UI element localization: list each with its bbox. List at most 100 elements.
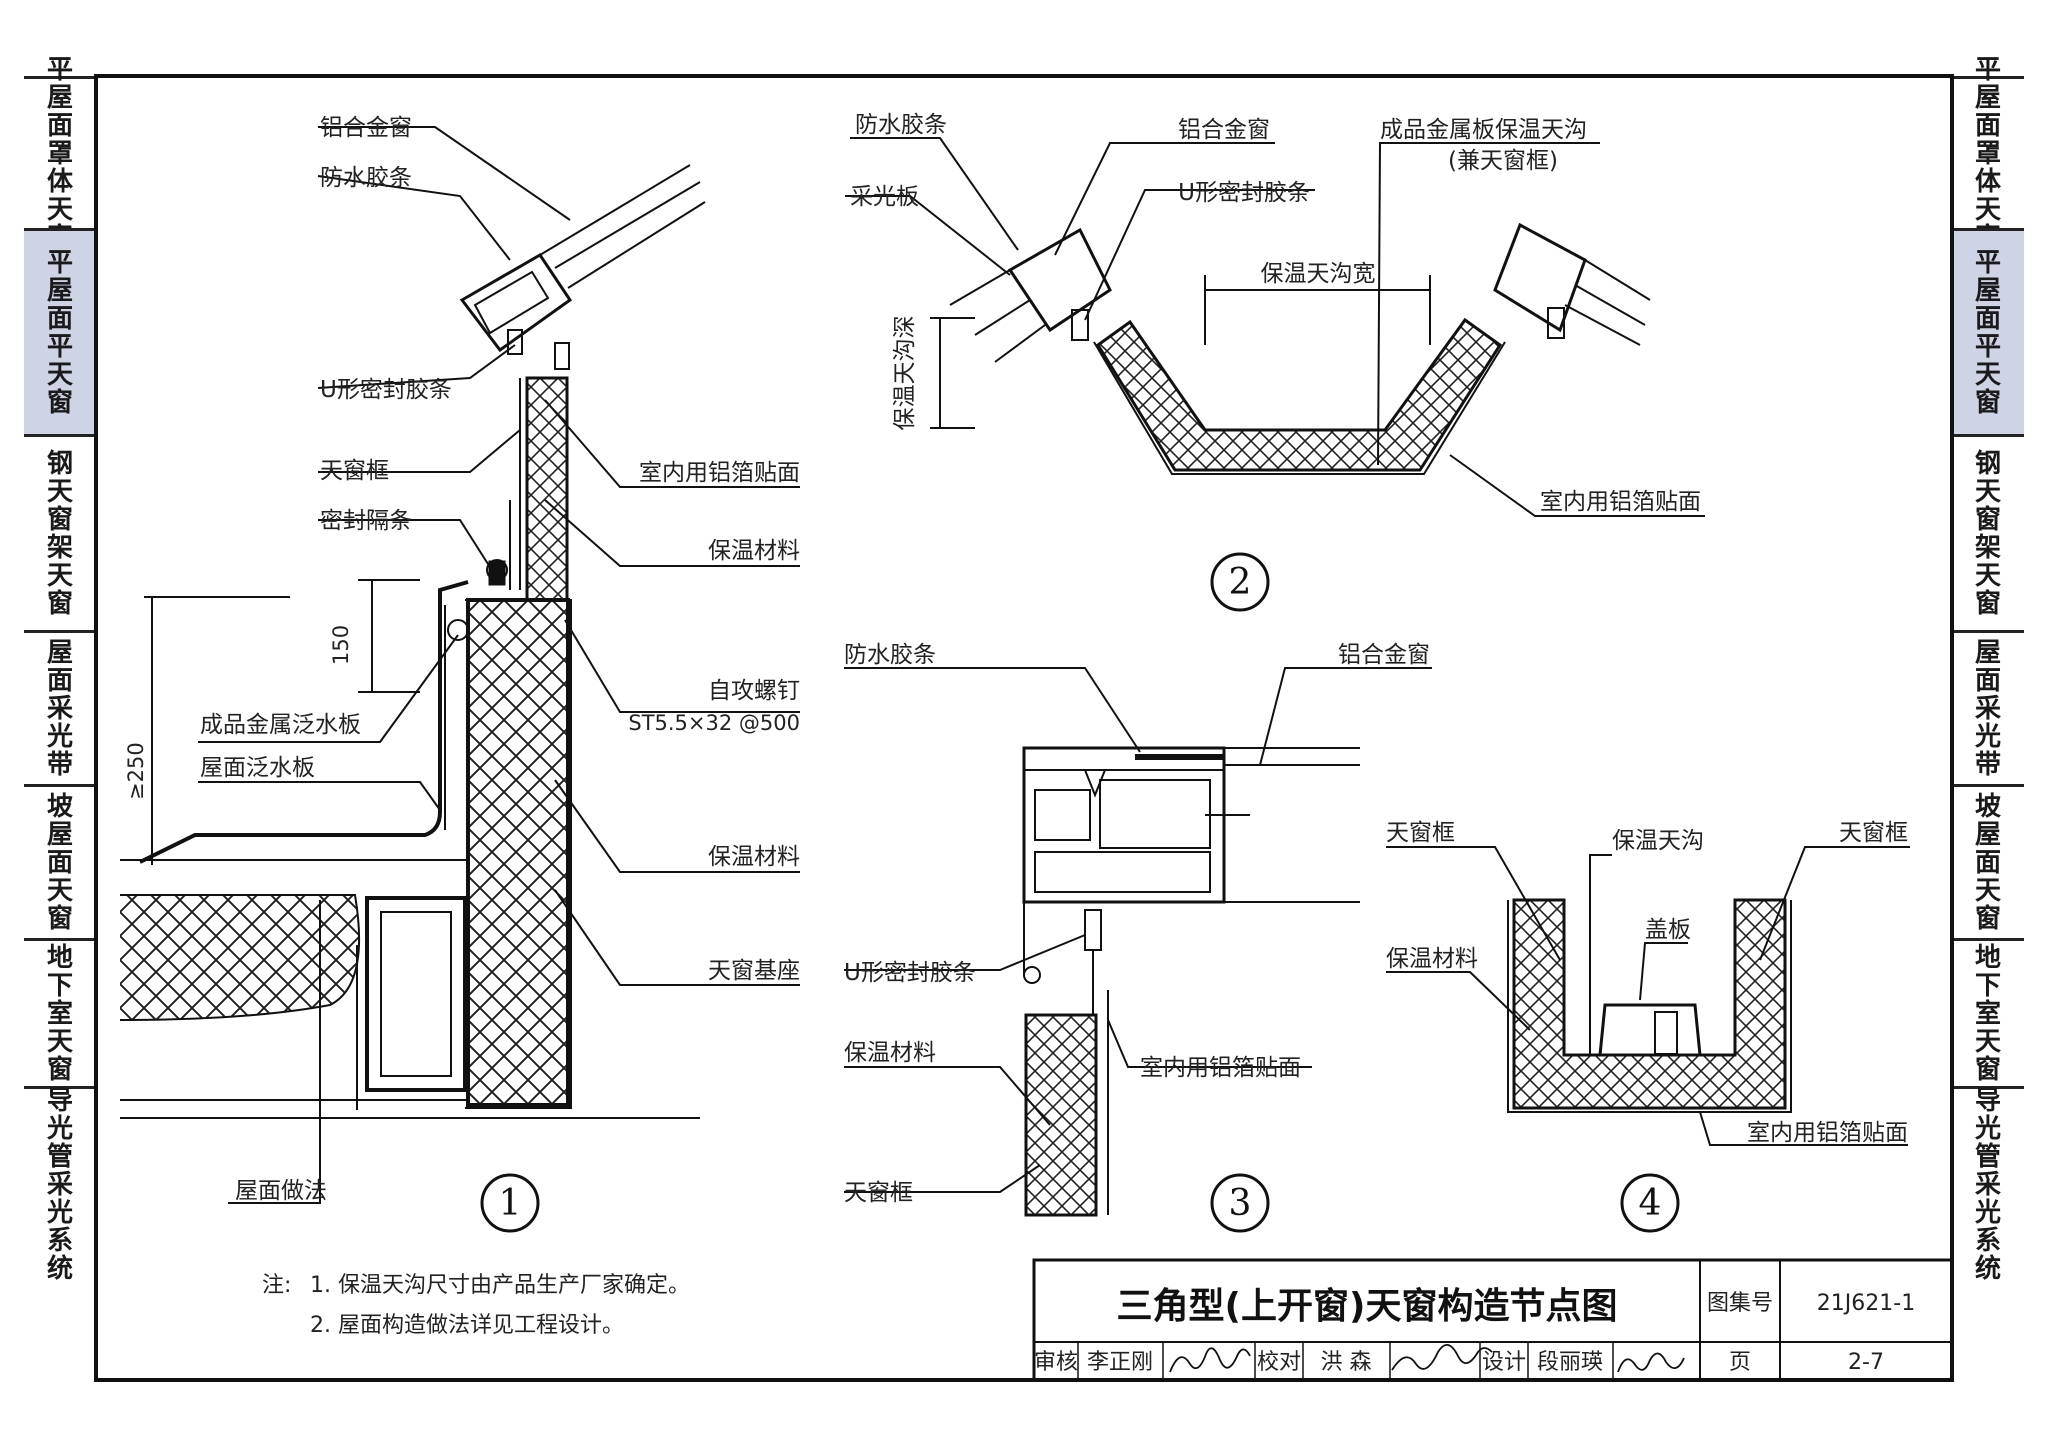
sidebar-tab-label: 平屋面平天窗: [1974, 247, 2001, 418]
sidebar-tab-label: 钢天窗架天窗: [1974, 448, 2001, 619]
sidebar-tab-label: 导光管采光系统: [1974, 1085, 2001, 1284]
labels-detail-4: 天窗框 保温天沟 天窗框 盖板 保温材料 室内用铝箔贴面 4: [1386, 820, 1908, 1224]
flashing: [139, 580, 469, 864]
sidebar-tab-label: 屋面采光带: [1974, 637, 2001, 780]
detail-3-badge: [1210, 1173, 1270, 1233]
label-daylight-panel: 采光板: [850, 184, 919, 210]
window-profile-1: [459, 252, 573, 353]
detail-1-badge: [480, 1173, 540, 1233]
drawing-title: 三角型(上开窗)天窗构造节点图: [1117, 1286, 1618, 1327]
sidebar-tab-1[interactable]: 平屋面平天窗: [24, 228, 96, 434]
page-number: 2-7: [1848, 1350, 1884, 1375]
label-screw-spec: ST5.5×32 @500: [628, 711, 800, 735]
sidebar-tab-label: 平屋面罩体天窗: [46, 54, 73, 252]
labels-detail-1: 铝合金窗 防水胶条 U形密封胶条 天窗框 密封隔条 150 ≥250 成品金属泛…: [124, 115, 800, 1224]
signature-checker: [1391, 1344, 1493, 1371]
label-waterproof-2: 防水胶条: [855, 112, 947, 138]
dim-250: ≥250: [124, 742, 148, 800]
note-1: 1. 保温天沟尺寸由产品生产厂家确定。: [310, 1273, 690, 1298]
sidebar-right: 平屋面罩体天窗平屋面平天窗钢天窗架天窗屋面采光带坡屋面天窗地下室天窗导光管采光系…: [1952, 56, 2024, 1380]
label-u-seal-1: U形密封胶条: [320, 377, 452, 403]
sidebar-tab-3[interactable]: 屋面采光带: [24, 630, 96, 784]
note-2: 2. 屋面构造做法详见工程设计。: [310, 1313, 624, 1338]
label-gutter-2: 成品金属板保温天沟: [1380, 117, 1587, 143]
checker-name: 洪 森: [1321, 1350, 1372, 1375]
page-label: 页: [1729, 1350, 1751, 1375]
detail-2-badge: [1210, 552, 1270, 612]
label-gutter-depth: 保温天沟深: [892, 316, 918, 431]
atlas-number: 21J621-1: [1817, 1291, 1915, 1316]
review-label: 审核: [1034, 1350, 1078, 1375]
check-label: 校对: [1257, 1350, 1301, 1375]
sidebar-tab-5[interactable]: 地下室天窗: [24, 938, 96, 1086]
designer-name: 段丽瑛: [1537, 1350, 1603, 1375]
labels-detail-3: 防水胶条 铝合金窗 U形密封胶条 保温材料 室内用铝箔贴面 天窗框 3: [844, 642, 1430, 1224]
notes: 注: 1. 保温天沟尺寸由产品生产厂家确定。 2. 屋面构造做法详见工程设计。: [262, 1273, 690, 1338]
label-al-foil-3: 室内用铝箔贴面: [1140, 1055, 1301, 1081]
cover-plate: [1598, 1003, 1702, 1056]
label-insulation-upper-1: 保温材料: [708, 538, 800, 564]
window-profile-2-left: [1007, 227, 1112, 333]
detail-4: [1386, 846, 1910, 1233]
sidebar-tab-label: 地下室天窗: [1974, 942, 2001, 1085]
base-channel: [365, 896, 467, 1092]
detail-number-1: 1: [499, 1183, 522, 1224]
title-block-text: 三角型(上开窗)天窗构造节点图 图集号 21J621-1 审核 李正刚 校对 洪…: [1034, 1286, 1915, 1375]
detail-1: [119, 126, 800, 1233]
label-insulation-3: 保温材料: [844, 1040, 936, 1066]
sidebar-tab-3[interactable]: 屋面采光带: [1952, 630, 2024, 784]
label-al-foil-4: 室内用铝箔贴面: [1747, 1120, 1908, 1146]
sidebar-tab-1[interactable]: 平屋面平天窗: [1952, 228, 2024, 434]
sidebar-left: 平屋面罩体天窗平屋面平天窗钢天窗架天窗屋面采光带坡屋面天窗地下室天窗导光管采光系…: [24, 56, 96, 1380]
sidebar-tab-4[interactable]: 坡屋面天窗: [1952, 784, 2024, 938]
sidebar-tab-label: 坡屋面天窗: [46, 791, 73, 934]
label-waterproof-1: 防水胶条: [320, 165, 412, 191]
label-al-window-3: 铝合金窗: [1338, 642, 1430, 668]
sidebar-tab-2[interactable]: 钢天窗架天窗: [1952, 434, 2024, 630]
title-block: [1032, 1258, 1954, 1382]
labels-detail-2: 防水胶条 铝合金窗 成品金属板保温天沟 (兼天窗框) 采光板 U形密封胶条 保温…: [850, 112, 1701, 603]
label-window-frame-3: 天窗框: [844, 1180, 913, 1206]
sidebar-tab-4[interactable]: 坡屋面天窗: [24, 784, 96, 938]
dim-150: 150: [329, 625, 353, 665]
label-waterproof-3: 防水胶条: [844, 642, 936, 668]
sidebar-tab-label: 导光管采光系统: [46, 1085, 73, 1284]
design-label: 设计: [1482, 1350, 1526, 1375]
detail-3: [844, 667, 1432, 1233]
detail-number-4: 4: [1639, 1183, 1662, 1224]
sidebar-tab-2[interactable]: 钢天窗架天窗: [24, 434, 96, 630]
label-al-window-1: 铝合金窗: [320, 115, 412, 141]
atlas-label: 图集号: [1707, 1291, 1773, 1316]
roof-slab-edge: [119, 894, 361, 1021]
detail-number-3: 3: [1229, 1183, 1252, 1224]
sidebar-tab-5[interactable]: 地下室天窗: [1952, 938, 2024, 1086]
label-u-seal-3: U形密封胶条: [844, 960, 976, 986]
u-gutter-4: [1512, 898, 1787, 1110]
label-cover-plate: 盖板: [1645, 917, 1691, 943]
window-profile-2-right: [1493, 222, 1587, 333]
label-roof-flashing: 屋面泛水板: [200, 755, 315, 781]
label-window-frame-1: 天窗框: [320, 458, 389, 484]
detail-4-badge: [1620, 1173, 1680, 1233]
label-al-window-2: 铝合金窗: [1178, 117, 1270, 143]
sidebar-tab-0[interactable]: 平屋面罩体天窗: [24, 56, 96, 252]
label-screw: 自攻螺钉: [708, 678, 800, 704]
label-roof-method: 屋面做法: [235, 1178, 327, 1204]
label-gutter-width: 保温天沟宽: [1261, 261, 1376, 287]
sidebar-tab-label: 地下室天窗: [46, 942, 73, 1085]
label-gutter-4: 保温天沟: [1612, 828, 1704, 854]
gutter-insulation: [1095, 317, 1503, 472]
frame-insulation-3: [1024, 1013, 1098, 1217]
signature-designer: [1617, 1352, 1685, 1373]
label-gutter-note: (兼天窗框): [1448, 148, 1558, 174]
label-al-foil-1: 室内用铝箔贴面: [639, 460, 800, 486]
sidebar-tab-6[interactable]: 导光管采光系统: [1952, 1085, 2024, 1284]
drawing-frame: [94, 74, 1954, 1382]
reviewer-name: 李正刚: [1087, 1350, 1153, 1375]
sidebar-tab-6[interactable]: 导光管采光系统: [24, 1085, 96, 1284]
label-window-frame-4-right: 天窗框: [1839, 820, 1908, 846]
label-insulation-lower-1: 保温材料: [708, 844, 800, 870]
label-insulation-4: 保温材料: [1386, 946, 1478, 972]
detail-number-2: 2: [1229, 562, 1252, 603]
